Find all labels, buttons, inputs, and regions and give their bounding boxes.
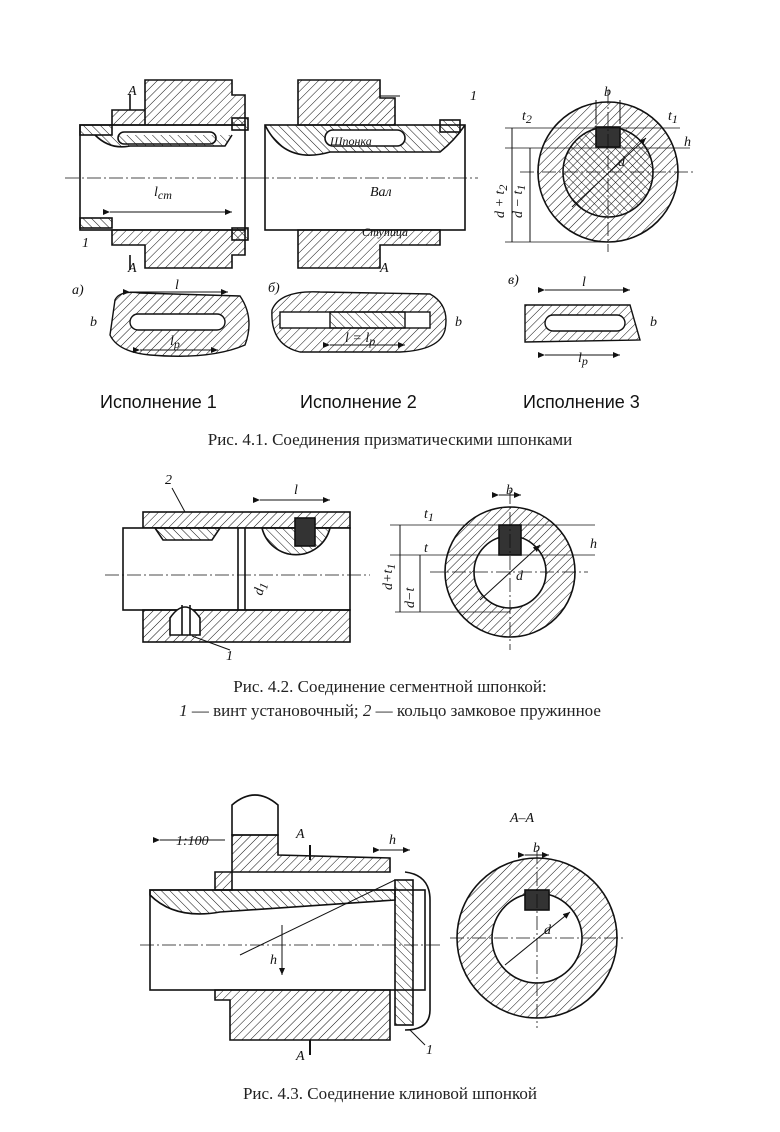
fig2-longitudinal-view <box>105 487 370 651</box>
fig1-label-val: Вал <box>370 185 392 200</box>
fig3-callout-1: 1 <box>426 1043 433 1058</box>
fig1-slot-view-a <box>109 289 250 357</box>
fig2-callout-1: 1 <box>226 649 233 664</box>
fig2-label-d-minus-t: d−t <box>403 587 418 608</box>
fig1-sub-b: б) <box>268 281 280 296</box>
fig3-section-mark-top: A <box>295 827 305 842</box>
fig1-label-shponka: Шпонка <box>329 134 372 148</box>
fig2-label-d1: d1 <box>251 581 271 598</box>
fig2-caption-text-1: — винт установочный; <box>187 701 363 720</box>
fig2-label-d-plus-t1: d+t1 <box>381 564 398 590</box>
fig3-label-b: b <box>533 841 540 856</box>
fig2-label-t: t <box>424 541 429 556</box>
fig3-label-h-top: h <box>389 833 396 848</box>
fig1-sub-a: а) <box>72 283 84 298</box>
fig1-label-t1: t1 <box>668 109 678 126</box>
fig2-label-h: h <box>590 537 597 552</box>
fig2-caption-num-1: 1 <box>179 701 188 720</box>
fig1-middle-assembly <box>255 79 478 269</box>
fig1-label-d-plus-t2: d + t2 <box>493 185 510 218</box>
fig2-label-d: d <box>516 569 524 584</box>
fig1-caption: Рис. 4.1. Соединения призматическими шпо… <box>207 430 573 449</box>
fig1-label-l-eq-lp: l = lр <box>345 331 375 348</box>
fig1-label-l-a: l <box>175 278 179 293</box>
fig2-callout-2: 2 <box>165 473 172 488</box>
fig1-label-b-a: b <box>90 315 97 330</box>
fig1-left-assembly <box>65 79 258 270</box>
fig1-label-lct: lст <box>154 185 172 202</box>
fig3-label-d: d <box>544 923 552 938</box>
fig1-section-mark-bottom-left: A <box>127 261 137 276</box>
fig1-cross-section <box>505 90 696 252</box>
fig1-label-t2: t2 <box>522 109 532 126</box>
fig3-section-title: A–A <box>509 811 535 826</box>
fig1-label-h: h <box>684 135 691 150</box>
fig1-variant-2-title: Исполнение 2 <box>300 392 417 412</box>
fig1-callout-1-mid: 1 <box>470 89 477 104</box>
fig1-callout-1-left: 1 <box>82 236 89 251</box>
fig1-variant-1-title: Исполнение 1 <box>100 392 217 412</box>
fig1-label-lp-v: lр <box>578 351 588 368</box>
fig1-label-b: b <box>604 85 611 100</box>
fig1-label-stupica: Ступица <box>362 225 408 239</box>
fig1-section-mark-top-left: A <box>127 84 137 99</box>
fig1-label-b-v: b <box>650 315 657 330</box>
fig2-label-l: l <box>294 483 298 498</box>
fig1-slot-view-v <box>524 287 641 358</box>
fig2-caption-line1: Рис. 4.2. Соединение сегментной шпонкой: <box>233 677 547 696</box>
fig2-caption-num-2: 2 <box>362 701 372 720</box>
fig1-label-lp-a: lр <box>170 334 180 351</box>
fig1-section-mark-bottom-mid: A <box>379 261 389 276</box>
fig1-sub-v: в) <box>508 273 519 288</box>
fig1-label-d-minus-t1: d − t1 <box>511 185 528 218</box>
fig2-caption-text-2: — кольцо замковое пружинное <box>371 701 601 720</box>
fig3-longitudinal-view <box>140 794 440 1055</box>
fig1-variant-3-title: Исполнение 3 <box>523 392 640 412</box>
fig3-section-mark-bottom: A <box>295 1049 305 1064</box>
fig1-label-d: d <box>618 155 626 170</box>
fig3-label-h-inner: h <box>270 953 277 968</box>
fig3-cross-section <box>450 850 625 1028</box>
fig2-caption-line2: 1 — винт установочный; 2 — кольцо замков… <box>0 701 780 721</box>
fig3-label-taper: 1:100 <box>176 834 209 849</box>
fig2-label-t1: t1 <box>424 507 434 524</box>
fig2-cross-section <box>390 490 595 650</box>
fig1-slot-view-b <box>271 291 447 353</box>
fig3-caption: Рис. 4.3. Соединение клиновой шпонкой <box>242 1084 538 1103</box>
fig1-label-b-b: b <box>455 315 462 330</box>
fig2-label-b: b <box>506 483 513 498</box>
fig1-label-l-v: l <box>582 275 586 290</box>
